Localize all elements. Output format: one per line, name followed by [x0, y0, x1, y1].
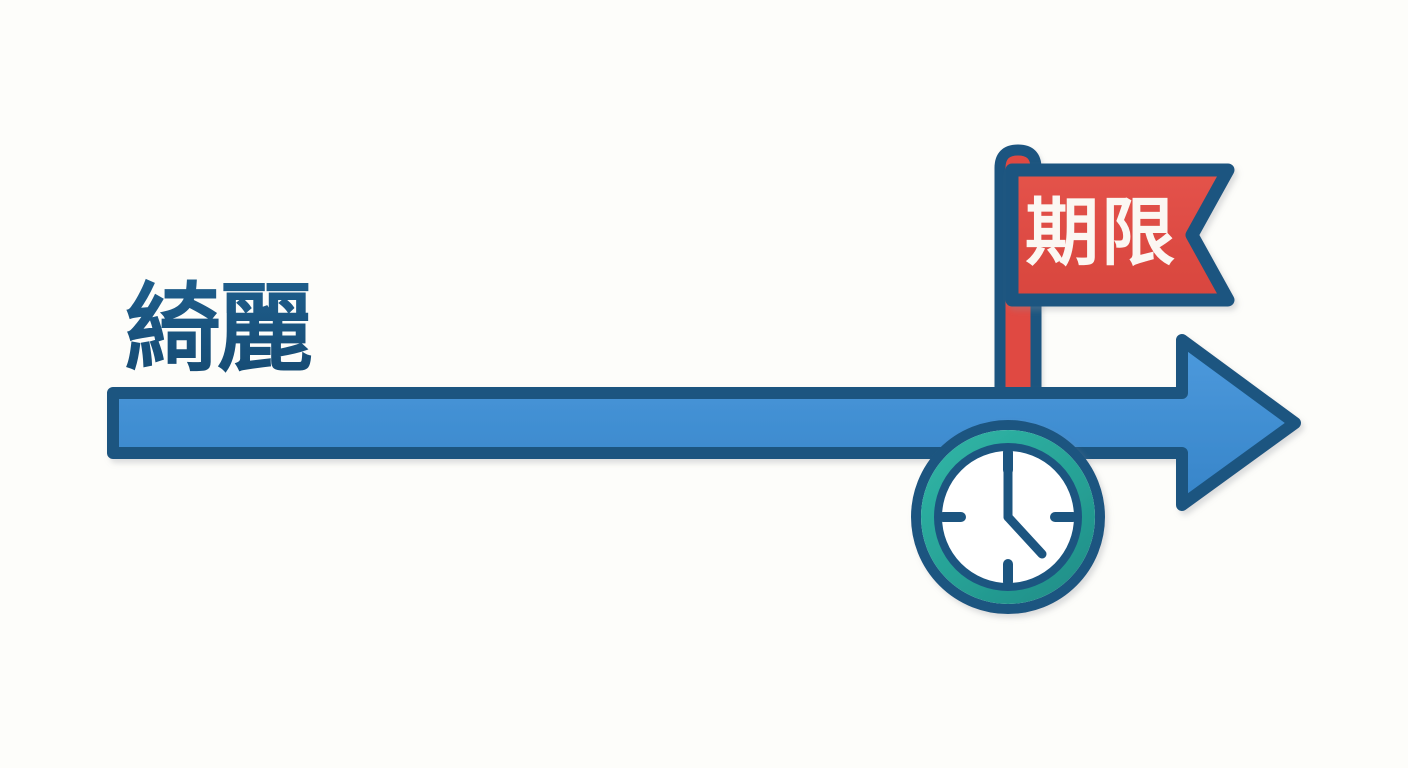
flag-banner-shape — [1005, 163, 1235, 307]
clock-hour-hand — [1003, 512, 1047, 559]
deadline-flag — [1005, 163, 1235, 307]
flag-label: 期限 — [1025, 190, 1177, 276]
analog-clock — [911, 420, 1105, 614]
timeline-arrow — [107, 334, 1301, 511]
clock-accent-ring — [921, 430, 1095, 604]
timeline-arrow-shape — [107, 334, 1301, 511]
timeline-label: 綺麗 — [125, 273, 312, 385]
